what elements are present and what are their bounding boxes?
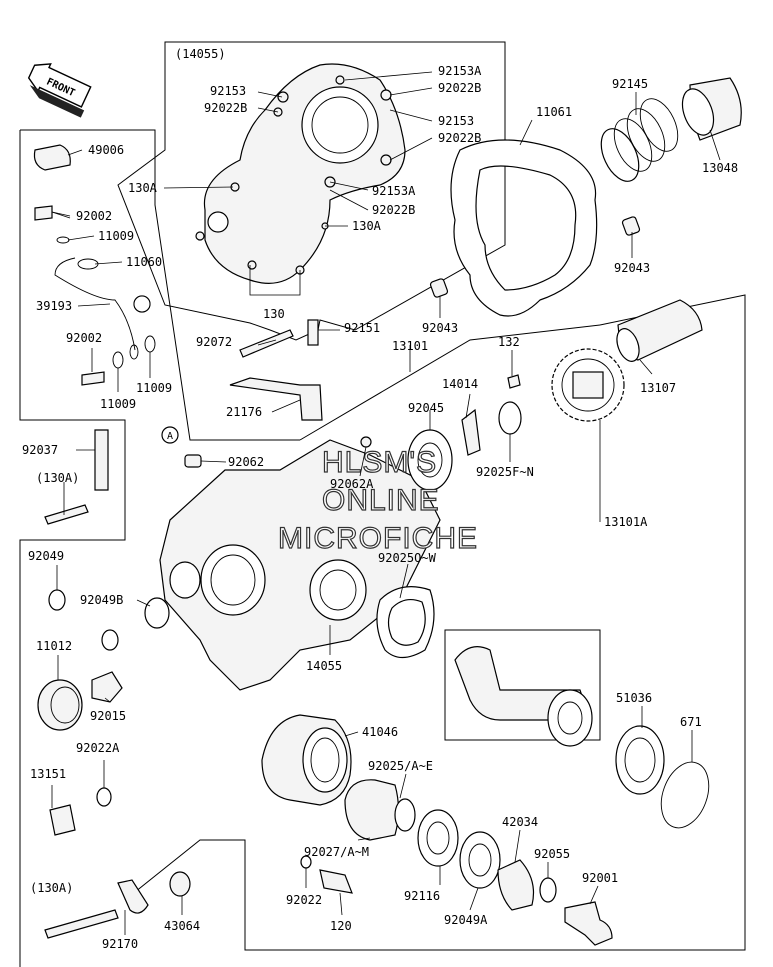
callout-92022b-left: 92022B bbox=[204, 101, 247, 115]
watermark: HLSM'S ONLINE MICROFICHE bbox=[277, 445, 478, 555]
callout-92022b-3: 92022B bbox=[372, 203, 415, 217]
callout-92153a-2: 92153A bbox=[372, 184, 416, 198]
callout-130a-2: 130A bbox=[352, 219, 382, 233]
callout-11060: 11060 bbox=[126, 255, 162, 269]
svg-text:A: A bbox=[167, 431, 173, 442]
callout-11061: 11061 bbox=[536, 105, 572, 119]
callout-92049a: 92049A bbox=[444, 913, 488, 927]
bearing-13048 bbox=[681, 77, 742, 141]
callout-13107: 13107 bbox=[640, 381, 676, 395]
callout-13101: 13101 bbox=[392, 339, 428, 353]
callout-92151: 92151 bbox=[344, 321, 380, 335]
callout-92049: 92049 bbox=[28, 549, 64, 563]
callout-41046: 41046 bbox=[362, 725, 398, 739]
callout-ref-130a-1: (130A) bbox=[36, 471, 79, 485]
callout-92153-left: 92153 bbox=[210, 84, 246, 98]
callout-92055: 92055 bbox=[534, 847, 570, 861]
front-arrow-badge: FRONT bbox=[27, 63, 92, 118]
callout-92116: 92116 bbox=[404, 889, 440, 903]
spring-92145 bbox=[600, 98, 679, 182]
callout-92170: 92170 bbox=[102, 937, 138, 951]
callout-92001: 92001 bbox=[582, 871, 618, 885]
callout-13048: 13048 bbox=[702, 161, 738, 175]
callout-92027: 92027/A~M bbox=[304, 845, 369, 859]
callout-92043-1: 92043 bbox=[614, 261, 650, 275]
callout-92025ae: 92025/A~E bbox=[368, 759, 433, 773]
group-frames bbox=[19, 41, 746, 967]
callout-92025o: 92025O~W bbox=[378, 551, 437, 565]
watermark-line1: HLSM'S bbox=[322, 446, 437, 479]
callout-92153-1: 92153 bbox=[438, 114, 474, 128]
callout-11009-2: 11009 bbox=[100, 397, 136, 411]
callout-43064: 43064 bbox=[164, 919, 200, 933]
callout-92062a: 92062A bbox=[330, 477, 374, 491]
callout-92045: 92045 bbox=[408, 401, 444, 415]
frame-right-13101a bbox=[124, 294, 746, 951]
lower-parts bbox=[44, 714, 710, 946]
callout-92153a-1: 92153A bbox=[438, 64, 482, 78]
callout-92049b: 92049B bbox=[80, 593, 123, 607]
callout-120: 120 bbox=[330, 919, 352, 933]
callout-92145: 92145 bbox=[612, 77, 648, 91]
left-small-parts bbox=[37, 429, 170, 836]
callout-21176: 21176 bbox=[226, 405, 262, 419]
callout-92037: 92037 bbox=[22, 443, 58, 457]
callout-92072: 92072 bbox=[196, 335, 232, 349]
gasket-11061 bbox=[450, 139, 598, 317]
frame-left bbox=[19, 130, 126, 967]
frame-14055-cover bbox=[117, 41, 506, 341]
sensor-parts: A bbox=[161, 319, 323, 444]
callout-11009-3: 11009 bbox=[136, 381, 172, 395]
callout-92025fn: 92025F~N bbox=[476, 465, 534, 479]
frame-oil-line bbox=[20, 129, 300, 441]
callout-132: 132 bbox=[498, 335, 520, 349]
bearing-92045 bbox=[184, 374, 522, 491]
callout-92062: 92062 bbox=[228, 455, 264, 469]
callout-92022: 92022 bbox=[286, 893, 322, 907]
callout-11012: 11012 bbox=[36, 639, 72, 653]
callout-ref-14055-top: (14055) bbox=[175, 47, 226, 61]
callout-92015: 92015 bbox=[90, 709, 126, 723]
callout-130: 130 bbox=[263, 307, 285, 321]
callout-92043-2: 92043 bbox=[422, 321, 458, 335]
dowel-92043-a bbox=[621, 216, 641, 236]
dowel-92043-b bbox=[429, 278, 449, 298]
callout-92002-2: 92002 bbox=[66, 331, 102, 345]
leader-lines bbox=[51, 71, 721, 935]
gearcase-housing-14055 bbox=[159, 439, 441, 691]
callout-42034: 42034 bbox=[502, 815, 538, 829]
callout-130a-1: 130A bbox=[128, 181, 158, 195]
callout-51036: 51036 bbox=[616, 691, 652, 705]
callout-ref-130a-2: (130A) bbox=[30, 881, 73, 895]
callout-39193: 39193 bbox=[36, 299, 72, 313]
gasket-92025o bbox=[376, 586, 435, 659]
callout-92022b-1: 92022B bbox=[438, 81, 481, 95]
callout-671: 671 bbox=[680, 715, 702, 729]
callout-labels: (14055) 92153A 92022B 92153 92022B 92153… bbox=[22, 47, 738, 951]
callout-13151: 13151 bbox=[30, 767, 66, 781]
reference-a bbox=[133, 295, 151, 313]
callout-14014: 14014 bbox=[442, 377, 478, 391]
callout-92022a: 92022A bbox=[76, 741, 120, 755]
gear-13101a bbox=[444, 299, 703, 747]
callout-13101a: 13101A bbox=[604, 515, 648, 529]
gearcase-cover bbox=[195, 63, 406, 284]
callout-92002-1: 92002 bbox=[76, 209, 112, 223]
watermark-line3: MICROFICHE bbox=[278, 522, 478, 555]
callout-49006: 49006 bbox=[88, 143, 124, 157]
callout-14055: 14055 bbox=[306, 659, 342, 673]
callout-11009-1: 11009 bbox=[98, 229, 134, 243]
frame-13101 bbox=[299, 324, 601, 441]
watermark-line2: ONLINE bbox=[322, 484, 440, 517]
callout-92022b-2: 92022B bbox=[438, 131, 481, 145]
